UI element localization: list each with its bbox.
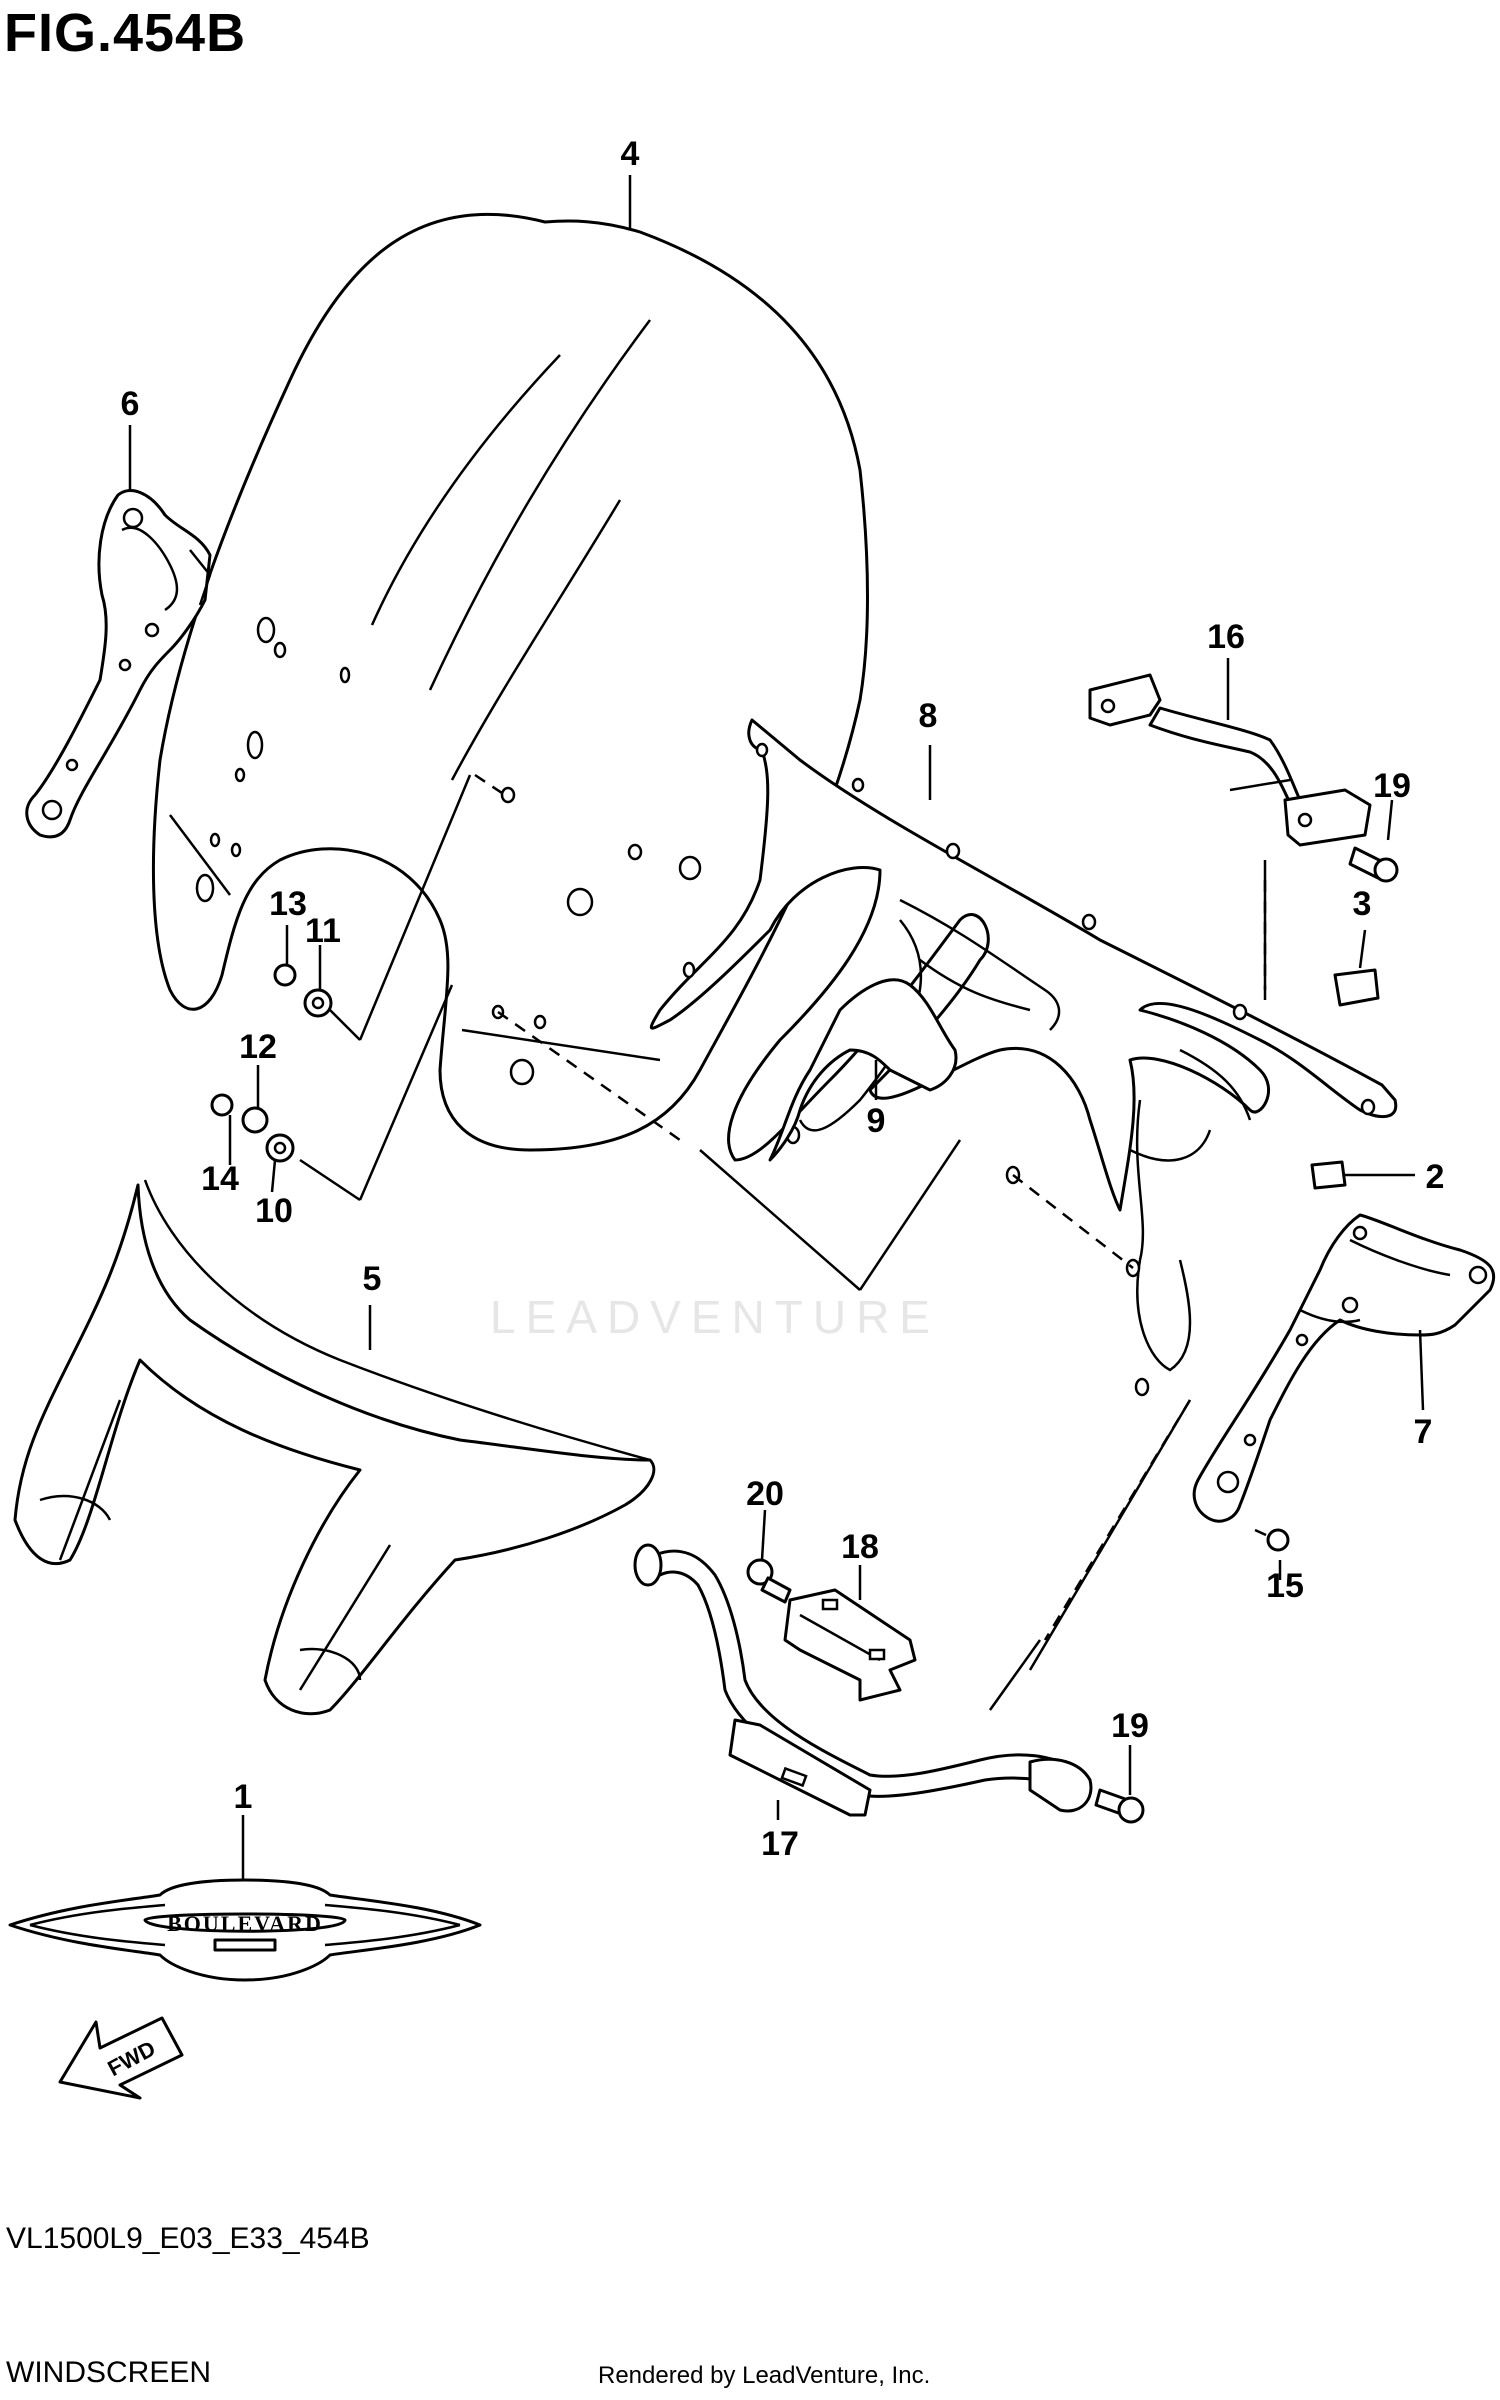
render-credit: Rendered by LeadVenture, Inc. [598,2362,931,2389]
screw-14-icon [210,1093,234,1117]
callout-12: 12 [239,1028,277,1066]
clip-bracket-part [783,1588,917,1702]
figure-title: FIG.454B [4,3,247,63]
upper-stay-part [1088,673,1372,847]
callout-labels: 1 2 3 4 5 6 7 8 9 10 11 12 13 14 15 16 1… [121,135,1445,1863]
callout-3: 3 [1353,885,1372,923]
callout-16: 16 [1207,618,1245,656]
screw-15-icon [1266,1528,1290,1552]
callout-6: 6 [121,385,140,423]
section-name: WINDSCREEN [6,2356,212,2389]
bolt-20-icon [746,1558,774,1586]
callout-18: 18 [841,1528,879,1566]
fasteners [210,846,1399,1824]
inner-bracket-part [768,978,958,1162]
pad-3-icon [1333,968,1380,1007]
callout-11: 11 [305,912,341,950]
screw-13-icon [273,963,297,987]
left-bracket-part [25,489,212,839]
callout-9: 9 [867,1102,886,1140]
lower-stay-part [633,1543,1093,1817]
callout-15: 15 [1266,1567,1304,1605]
callout-7: 7 [1414,1413,1433,1451]
callout-17: 17 [761,1825,799,1863]
windscreen-part [151,212,869,1152]
callout-5: 5 [363,1260,382,1298]
fwd-arrow-icon: FWD [58,2016,184,2100]
pad-2-icon [1310,1160,1347,1190]
callout-20: 20 [746,1475,784,1513]
right-bracket-part [1192,1213,1496,1523]
watermark-text: LEADVENTURE [490,1291,940,1343]
callout-10: 10 [255,1192,293,1230]
washer-12-icon [241,1106,269,1134]
callout-19-lower: 19 [1111,1707,1149,1745]
leader-lines [128,175,1425,1880]
callout-2: 2 [1426,1158,1445,1196]
model-code: VL1500L9_E03_E33_454B [6,2222,370,2255]
callout-13: 13 [269,885,307,923]
emblem-text: BOULEVARD [167,1911,323,1936]
lower-cowl-part [13,1179,656,1716]
callout-4: 4 [621,135,640,173]
callout-1: 1 [234,1778,253,1816]
callout-14: 14 [201,1160,239,1198]
callout-8: 8 [919,697,938,735]
callout-19-upper: 19 [1373,767,1411,805]
windscreen-bracket-part [649,718,1398,1397]
emblem-part: BOULEVARD [8,1878,482,1982]
